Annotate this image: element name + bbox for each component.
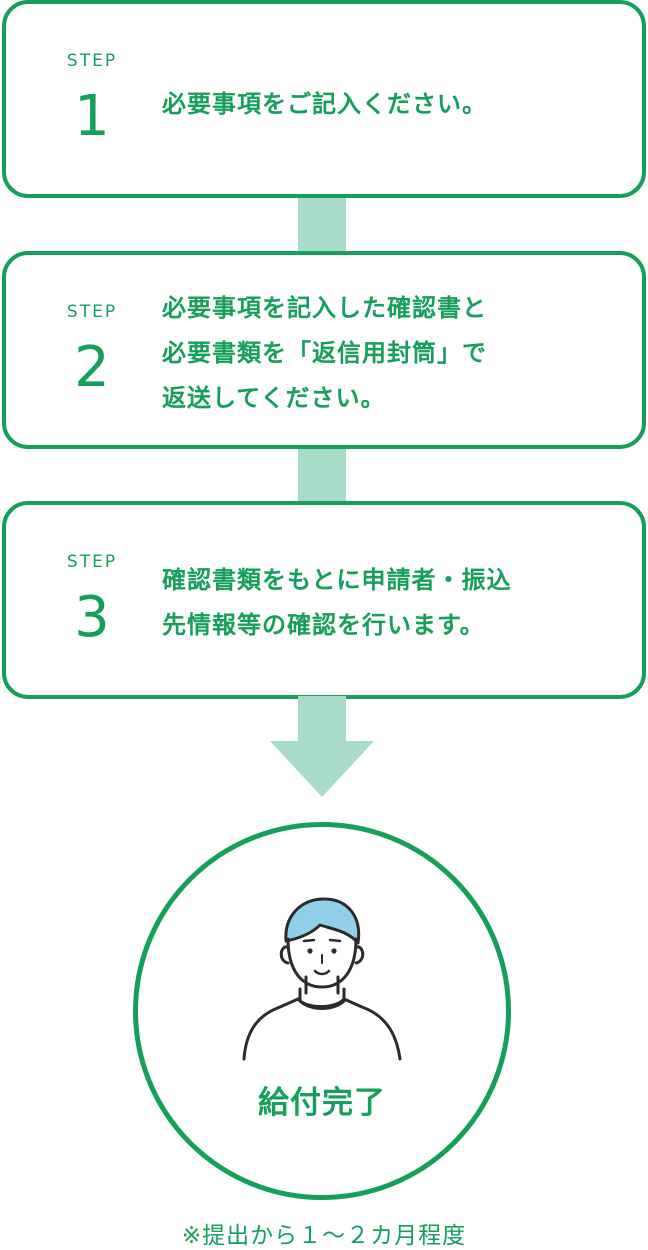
step-connector-1 (298, 196, 346, 254)
down-arrow-icon (270, 696, 374, 797)
step-connector-2 (298, 446, 346, 504)
step-description-line: 確認書類をもとに申請者・振込 (162, 566, 512, 594)
step-description: 必要事項をご記入ください。 (162, 82, 632, 127)
step-card-2: STEP 2 必要事項を記入した確認書と 必要書類を「返信用封筒」で 返送してく… (2, 251, 646, 449)
step-description-line: 先情報等の確認を行います。 (162, 611, 485, 639)
step-description: 必要事項を記入した確認書と 必要書類を「返信用封筒」で 返送してください。 (162, 286, 632, 421)
step-description-line: 返送してください。 (162, 384, 386, 412)
completion-label: 給付完了 (258, 1085, 386, 1121)
completion-circle: 給付完了 (133, 822, 511, 1200)
step-label: STEP (66, 552, 118, 572)
step-number: 1 (74, 84, 110, 149)
step-card-1: STEP 1 必要事項をご記入ください。 (2, 0, 646, 198)
step-description-line: 必要事項をご記入ください。 (162, 90, 487, 118)
step-description-line: 必要書類を「返信用封筒」で (162, 339, 487, 367)
step-label: STEP (66, 302, 118, 322)
step-number: 3 (74, 585, 110, 650)
step-description: 確認書類をもとに申請者・振込 先情報等の確認を行います。 (162, 558, 632, 648)
step-card-3: STEP 3 確認書類をもとに申請者・振込 先情報等の確認を行います。 (2, 501, 646, 699)
person-icon (236, 891, 408, 1063)
step-description-line: 必要事項を記入した確認書と (162, 294, 487, 322)
step-number: 2 (74, 335, 110, 400)
step-label: STEP (66, 51, 118, 71)
timeframe-note: ※提出から１～２カ月程度 (181, 1223, 467, 1249)
